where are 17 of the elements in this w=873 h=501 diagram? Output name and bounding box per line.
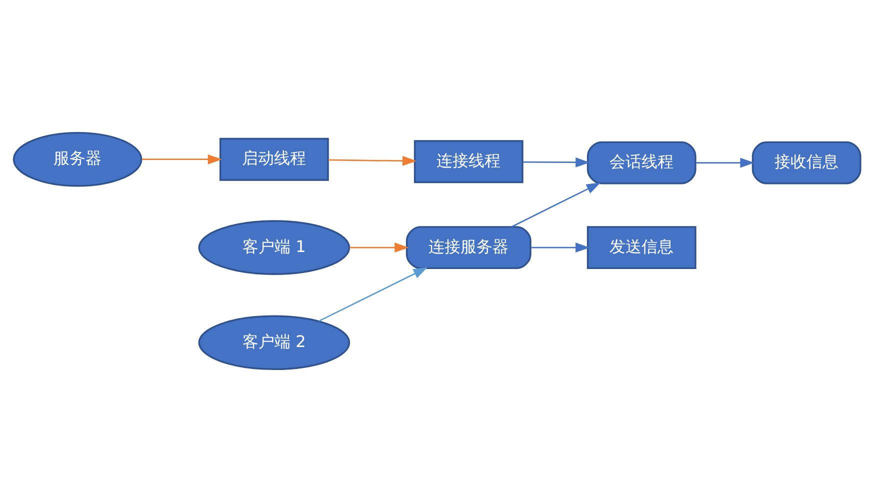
arrow: [510, 182, 600, 227]
arrow: [695, 157, 754, 168]
arrow: [328, 155, 416, 166]
arrow: [318, 266, 428, 322]
node-ellipse: 服务器: [12, 131, 142, 186]
node-box: 启动线程: [218, 137, 328, 180]
arrow: [141, 154, 222, 164]
node-box: 发送信息: [586, 226, 696, 269]
node-box: 连接线程: [413, 140, 523, 183]
arrow: [349, 242, 408, 252]
node-box: 连接服务器: [405, 226, 531, 269]
arrow: [530, 242, 590, 252]
node-ellipse: 客户端 1: [198, 220, 350, 274]
node-ellipse: 客户端 2: [198, 314, 350, 370]
node-box: 接收信息: [751, 140, 861, 184]
arrow: [522, 156, 590, 167]
node-box: 会话线程: [586, 140, 696, 184]
